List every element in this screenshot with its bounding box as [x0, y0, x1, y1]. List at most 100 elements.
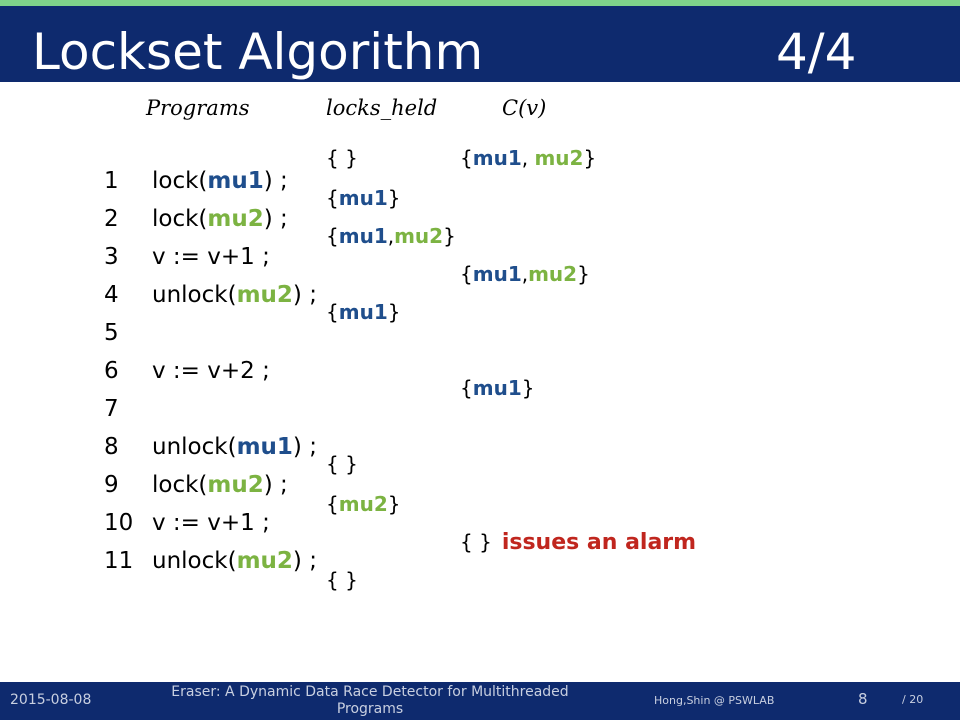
footer-bar: 2015-08-08 Eraser: A Dynamic Data Race D…	[0, 682, 960, 720]
lock-name: mu1	[236, 434, 293, 460]
slide-title-page: 4/4	[776, 23, 857, 81]
brace: {	[460, 262, 473, 286]
cv-entry: { } issues an alarm	[460, 528, 696, 556]
program-line: 11 unlock(mu2) ;	[104, 546, 317, 576]
brace: {	[326, 568, 346, 592]
brace: {	[326, 146, 346, 170]
lock-name: mu1	[207, 168, 264, 194]
locks-held-entry: {mu1}	[326, 184, 400, 212]
header-cv: C(v)	[502, 96, 547, 120]
locks-held-entry: { }	[326, 450, 358, 478]
brace: {	[326, 300, 339, 324]
brace: }	[521, 376, 535, 400]
code-text: ) ;	[263, 206, 288, 232]
program-line: 10 v := v+1 ;	[104, 508, 270, 538]
code-text: unlock(	[152, 434, 237, 460]
line-number: 11	[104, 548, 134, 574]
separator: ,	[521, 262, 529, 286]
lock-name: mu1	[338, 224, 388, 248]
locks-held-entry: {mu1}	[326, 298, 400, 326]
brace: {	[460, 376, 473, 400]
header-programs: Programs	[146, 96, 250, 120]
title-bar: Lockset Algorithm 4/4	[0, 6, 960, 82]
brace: }	[387, 492, 401, 516]
line-number: 2	[104, 206, 119, 232]
brace: }	[345, 568, 358, 592]
brace: }	[387, 300, 401, 324]
line-number: 4	[104, 282, 119, 308]
brace: }	[345, 146, 358, 170]
separator: ,	[387, 224, 395, 248]
top-accent-rule	[0, 0, 960, 6]
lock-name: mu2	[528, 262, 578, 286]
lock-name: mu1	[338, 186, 388, 210]
code-text: ) ;	[292, 548, 317, 574]
lock-name: mu1	[472, 262, 522, 286]
program-line: 7	[104, 394, 152, 424]
lock-name: mu2	[236, 548, 293, 574]
line-number: 7	[104, 396, 119, 422]
lock-name: mu2	[338, 492, 388, 516]
program-line: 1 lock(mu1) ;	[104, 166, 288, 196]
lock-name: mu2	[236, 282, 293, 308]
header-locks-held: locks_held	[326, 96, 438, 120]
lock-name: mu1	[472, 146, 522, 170]
code-text: ) ;	[292, 434, 317, 460]
footer-author: Hong,Shin @ PSWLAB	[654, 694, 775, 707]
line-number: 5	[104, 320, 119, 346]
locks-held-entry: {mu2}	[326, 490, 400, 518]
program-line: 6 v := v+2 ;	[104, 356, 270, 386]
line-number: 6	[104, 358, 119, 384]
lock-name: mu2	[534, 146, 584, 170]
brace: }	[443, 224, 456, 248]
cv-entry: {mu1, mu2}	[460, 144, 596, 172]
cv-entry: {mu1,mu2}	[460, 260, 590, 288]
slide-title: Lockset Algorithm	[32, 23, 484, 81]
code-text: ) ;	[263, 168, 288, 194]
cv-entry: {mu1}	[460, 374, 534, 402]
footer-title: Eraser: A Dynamic Data Race Detector for…	[171, 684, 569, 717]
program-line: 4 unlock(mu2) ;	[104, 280, 317, 310]
lock-name: mu1	[472, 376, 522, 400]
footer-date: 2015-08-08	[10, 692, 92, 708]
footer-page-total: / 20	[902, 693, 924, 706]
program-line: 2 lock(mu2) ;	[104, 204, 288, 234]
lock-name: mu2	[207, 206, 264, 232]
program-line: 9 lock(mu2) ;	[104, 470, 288, 500]
code-text: v := v+1 ;	[152, 510, 270, 536]
brace: {	[326, 186, 339, 210]
locks-held-entry: {mu1,mu2}	[326, 222, 456, 250]
code-text: lock(	[152, 472, 208, 498]
code-text: lock(	[152, 168, 208, 194]
line-number: 9	[104, 472, 119, 498]
code-text: unlock(	[152, 282, 237, 308]
brace: }	[387, 186, 401, 210]
footer-page-number: 8	[858, 690, 868, 708]
code-text: ) ;	[263, 472, 288, 498]
lock-name: mu2	[207, 472, 264, 498]
alarm-text: issues an alarm	[501, 530, 697, 555]
brace: {	[326, 452, 346, 476]
brace: }	[577, 262, 590, 286]
code-text: ) ;	[292, 282, 317, 308]
brace: }	[345, 452, 358, 476]
brace: {	[326, 492, 339, 516]
program-line: 5	[104, 318, 152, 348]
program-line: 8 unlock(mu1) ;	[104, 432, 317, 462]
locks-held-entry: { }	[326, 144, 358, 172]
brace: }	[583, 146, 597, 170]
code-text: v := v+2 ;	[152, 358, 270, 384]
code-text: lock(	[152, 206, 208, 232]
line-number: 3	[104, 244, 119, 270]
code-text: unlock(	[152, 548, 237, 574]
brace: {	[326, 224, 339, 248]
brace: {	[460, 530, 480, 554]
separator: ,	[521, 146, 535, 170]
locks-held-entry: { }	[326, 566, 358, 594]
line-number: 10	[104, 510, 134, 536]
brace: }	[479, 530, 492, 554]
line-number: 8	[104, 434, 119, 460]
lock-name: mu2	[394, 224, 444, 248]
line-number: 1	[104, 168, 119, 194]
